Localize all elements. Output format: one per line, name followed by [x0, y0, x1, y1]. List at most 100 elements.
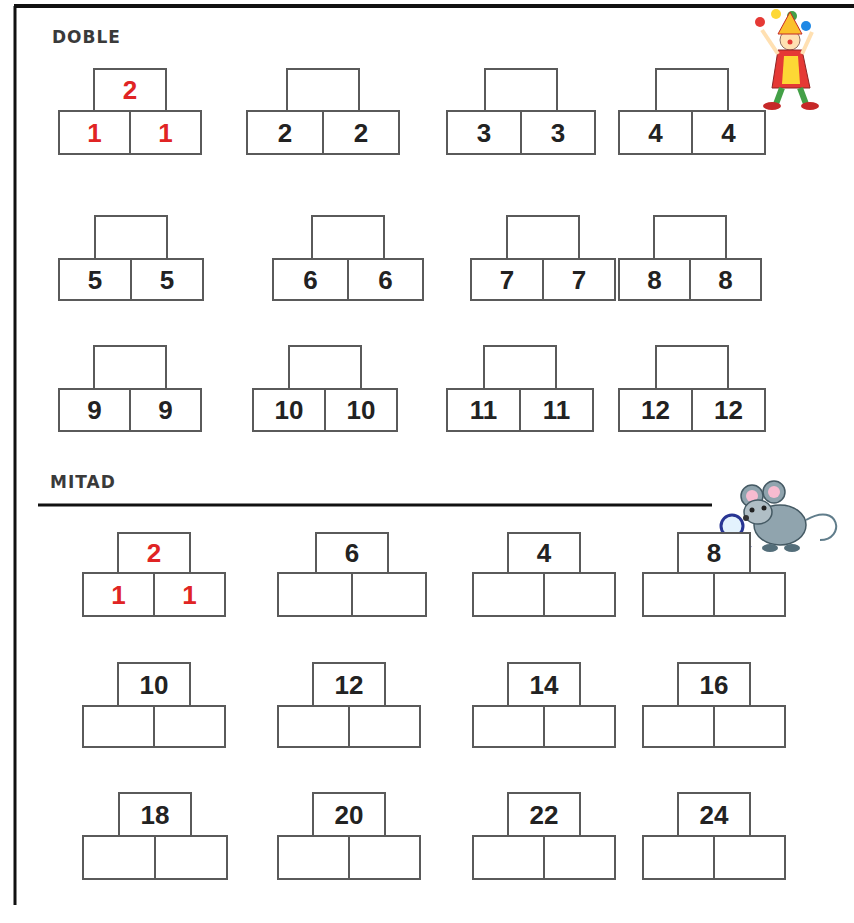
number: 4: [721, 120, 735, 146]
empty-box: [288, 345, 362, 390]
empty-box: [653, 215, 727, 260]
number-box: 3: [446, 110, 522, 155]
number-box: 5: [58, 258, 132, 301]
empty-box: [472, 572, 545, 617]
number-box: 1: [82, 572, 155, 617]
number: 10: [347, 397, 376, 423]
number: 2: [278, 120, 292, 146]
number: 4: [537, 540, 551, 566]
number-box: 6: [315, 532, 389, 574]
number: 11: [470, 397, 498, 423]
number-box: 2: [322, 110, 400, 155]
number: 14: [530, 672, 559, 698]
number-box: 7: [470, 258, 544, 301]
number: 1: [111, 582, 125, 608]
empty-box: [472, 835, 545, 880]
number-box: 4: [618, 110, 693, 155]
number-box: 1: [153, 572, 226, 617]
number: 7: [572, 267, 586, 293]
empty-box: [153, 705, 226, 748]
number-box: 22: [507, 792, 581, 837]
empty-box: [472, 705, 545, 748]
empty-box: [655, 68, 729, 112]
number-box: 10: [117, 662, 191, 707]
empty-box: [655, 345, 729, 390]
number: 9: [158, 397, 172, 423]
number-box: 8: [618, 258, 691, 301]
empty-box: [82, 835, 156, 880]
empty-box: [543, 835, 616, 880]
number: 6: [345, 540, 359, 566]
frame-top: [14, 4, 854, 8]
empty-box: [642, 835, 715, 880]
number: 9: [87, 397, 101, 423]
empty-box: [348, 705, 421, 748]
number-box: 16: [677, 662, 751, 707]
number: 2: [147, 540, 161, 566]
number: 5: [160, 267, 174, 293]
number: 3: [477, 120, 491, 146]
empty-box: [543, 705, 616, 748]
number: 1: [87, 120, 101, 146]
number-box: 5: [130, 258, 204, 301]
empty-box: [484, 68, 558, 112]
number-box: 2: [117, 532, 191, 574]
section-heading: DOBLE: [52, 27, 121, 47]
number-box: 10: [252, 388, 326, 432]
empty-box: [277, 572, 353, 617]
number-box: 11: [446, 388, 521, 432]
number: 22: [530, 802, 559, 828]
empty-box: [348, 835, 421, 880]
number-box: 6: [272, 258, 349, 301]
empty-box: [93, 345, 167, 390]
empty-box: [94, 215, 168, 260]
section-rule: [38, 504, 712, 507]
number-box: 4: [691, 110, 766, 155]
empty-box: [277, 705, 350, 748]
number: 7: [500, 267, 514, 293]
number-box: 4: [507, 532, 581, 574]
number: 20: [335, 802, 364, 828]
number: 8: [647, 267, 661, 293]
number-box: 8: [677, 532, 751, 574]
empty-box: [277, 835, 350, 880]
number: 12: [641, 397, 670, 423]
number-box: 11: [519, 388, 594, 432]
empty-box: [82, 705, 155, 748]
section-heading: MITAD: [50, 472, 116, 492]
number: 10: [140, 672, 169, 698]
number-box: 8: [689, 258, 762, 301]
empty-box: [642, 705, 715, 748]
number: 11: [543, 397, 571, 423]
empty-box: [286, 68, 360, 112]
empty-box: [351, 572, 427, 617]
number: 1: [158, 120, 172, 146]
frame-left: [14, 6, 17, 905]
number: 8: [718, 267, 732, 293]
number-box: 18: [118, 792, 192, 837]
empty-box: [713, 572, 786, 617]
number: 24: [700, 802, 729, 828]
number: 8: [707, 540, 721, 566]
number-box: 10: [324, 388, 398, 432]
number-box: 1: [58, 110, 131, 155]
number: 10: [275, 397, 304, 423]
number: 2: [354, 120, 368, 146]
number-box: 2: [93, 68, 167, 112]
number: 6: [378, 267, 392, 293]
number-box: 6: [347, 258, 424, 301]
number-box: 24: [677, 792, 751, 837]
number-box: 12: [618, 388, 693, 432]
empty-box: [642, 572, 715, 617]
empty-box: [713, 705, 786, 748]
number-box: 3: [520, 110, 596, 155]
number-box: 2: [246, 110, 324, 155]
number-box: 14: [507, 662, 581, 707]
number: 6: [303, 267, 317, 293]
number-box: 7: [542, 258, 616, 301]
clown-illustration: [755, 9, 819, 110]
number-box: 9: [58, 388, 131, 432]
number-box: 20: [312, 792, 386, 837]
empty-box: [483, 345, 557, 390]
